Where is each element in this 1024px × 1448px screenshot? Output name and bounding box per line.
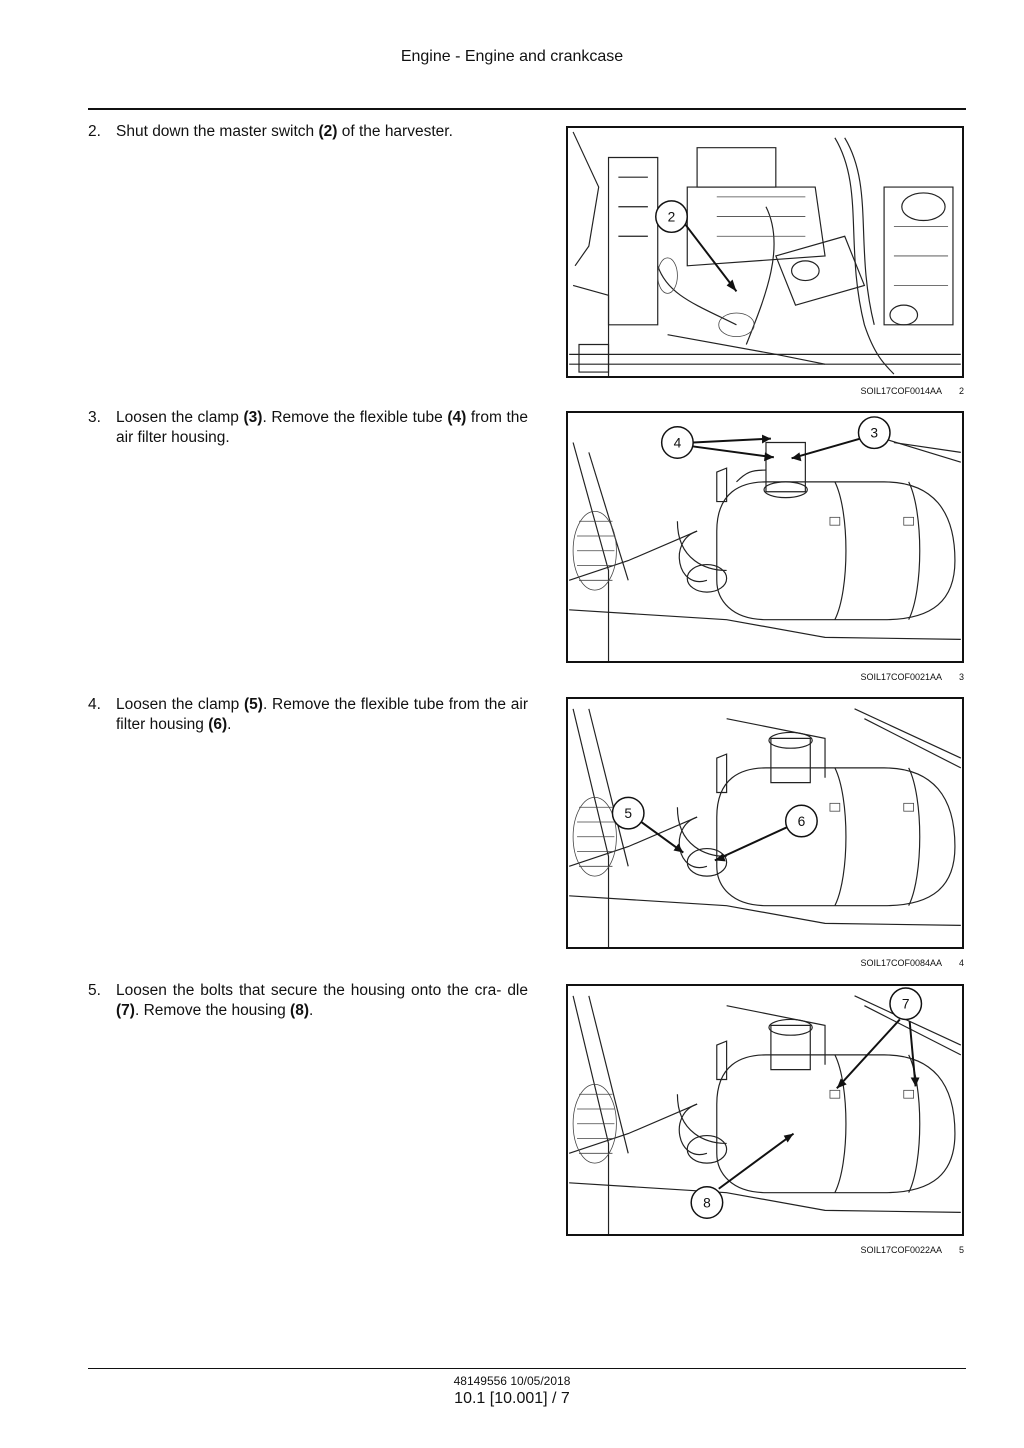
step-2: 2. Shut down the master switch (2) of th… — [88, 122, 528, 142]
step-text: Loosen the bolts that secure the housing… — [116, 982, 528, 1019]
svg-text:4: 4 — [674, 435, 682, 450]
air-filter-illustration: 4 3 — [568, 416, 962, 661]
callout-3: 3 — [857, 416, 891, 450]
step-number: 5. — [88, 982, 101, 999]
step-number: 4. — [88, 696, 101, 713]
figure-clamp-flexible-tube: 4 3 — [566, 411, 964, 663]
step-text: Shut down the master switch (2) of the h… — [116, 123, 453, 140]
callout-8: 8 — [690, 1186, 724, 1219]
figure-number: 4 — [958, 958, 964, 968]
figure-number: 3 — [958, 672, 964, 682]
callout-7: 7 — [889, 987, 923, 1021]
callout-2: 2 — [655, 200, 688, 234]
figure-clamp-housing: 5 6 — [566, 697, 964, 949]
figure-code: SOIL17COF0022AA — [860, 1245, 942, 1255]
air-filter-illustration: 5 6 — [568, 708, 962, 947]
svg-text:3: 3 — [870, 426, 878, 441]
svg-text:8: 8 — [703, 1195, 711, 1210]
footer-divider — [88, 1368, 966, 1369]
footer-document-id: 48149556 10/05/2018 — [453, 1374, 571, 1388]
svg-text:7: 7 — [902, 997, 910, 1012]
footer-page-number: 10.1 [10.001] / 7 — [454, 1390, 570, 1407]
air-filter-illustration: 7 8 — [568, 987, 962, 1234]
svg-text:6: 6 — [798, 814, 806, 829]
step-3: 3. Loosen the clamp (3). Remove the flex… — [88, 408, 528, 448]
step-text: Loosen the clamp (5). Remove the flexibl… — [116, 696, 528, 733]
figure-remove-housing: 7 8 — [566, 984, 964, 1236]
step-number: 3. — [88, 409, 101, 426]
step-4: 4. Loosen the clamp (5). Remove the flex… — [88, 695, 528, 735]
figure-master-switch: 2 — [566, 126, 964, 378]
callout-5: 5 — [611, 796, 645, 830]
svg-text:2: 2 — [668, 209, 676, 224]
callout-4: 4 — [660, 426, 694, 460]
figure-code: SOIL17COF0014AA — [860, 386, 942, 396]
figure-number: 5 — [958, 1245, 964, 1255]
engine-illustration: 2 — [569, 128, 961, 376]
step-number: 2. — [88, 123, 101, 140]
header-divider — [88, 108, 966, 110]
step-5: 5. Loosen the bolts that secure the hous… — [88, 981, 528, 1021]
page-header-title: Engine - Engine and crankcase — [400, 48, 624, 65]
callout-6: 6 — [784, 804, 818, 838]
figure-code: SOIL17COF0084AA — [860, 958, 942, 968]
figure-code: SOIL17COF0021AA — [860, 672, 942, 682]
svg-text:5: 5 — [624, 806, 632, 821]
step-text: Loosen the clamp (3). Remove the flexibl… — [116, 409, 528, 446]
figure-number: 2 — [958, 386, 964, 396]
